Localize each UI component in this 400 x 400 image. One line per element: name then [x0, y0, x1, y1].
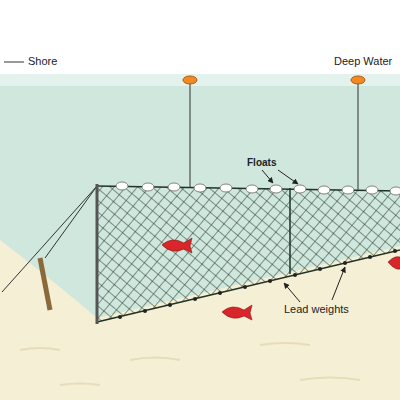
anchor-line: [45, 186, 97, 258]
leader-line: [262, 170, 273, 183]
buoy: [183, 76, 197, 84]
leader-line: [332, 267, 345, 300]
net-mesh: [97, 180, 400, 330]
buoy-line: [190, 82, 191, 187]
lead-line: [97, 250, 400, 322]
anchor-line: [2, 186, 97, 292]
end-pole: [96, 184, 99, 324]
part-label: Deep Water: [334, 55, 392, 67]
leader-line: [278, 170, 298, 184]
sand-ripples: [20, 343, 360, 385]
leader-line: [284, 283, 300, 302]
net-seam: [289, 188, 291, 274]
fish: [162, 238, 400, 320]
lead-weights: [118, 249, 397, 319]
floats: [116, 182, 400, 195]
buoy-line: [358, 82, 359, 190]
shore-indicator: [4, 62, 24, 63]
part-label: Shore: [28, 55, 57, 67]
part-label: Floats: [247, 157, 276, 168]
part-label: Lead weights: [284, 303, 349, 315]
buoy: [351, 76, 365, 84]
water-surface: [0, 74, 400, 86]
stake: [40, 258, 50, 310]
